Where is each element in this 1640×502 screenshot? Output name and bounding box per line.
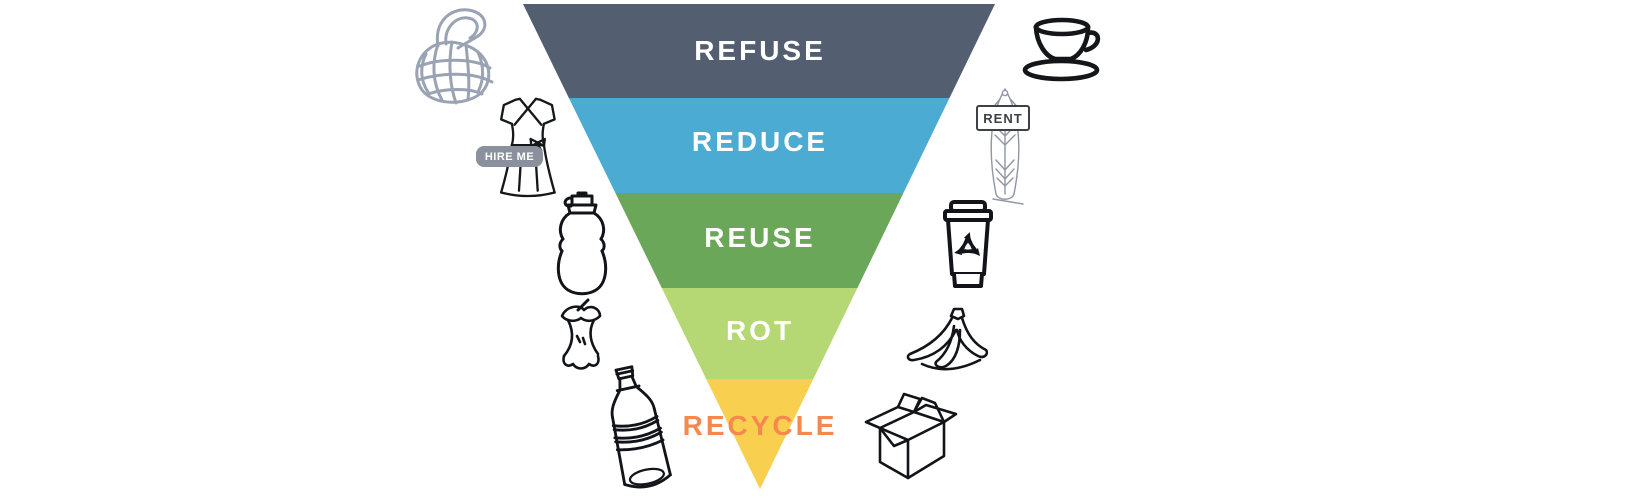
funnel-label-reduce: REDUCE xyxy=(691,126,829,157)
apple-core-icon xyxy=(560,298,602,370)
recycle-band xyxy=(706,379,814,489)
surfboard-icon xyxy=(990,88,1024,205)
banana-peel-icon xyxy=(906,307,988,371)
funnel-label-rot: ROT xyxy=(725,315,795,346)
funnel-label-refuse: REFUSE xyxy=(694,35,826,66)
wrap-dress-icon xyxy=(499,97,556,198)
mesh-bag-icon xyxy=(415,8,494,105)
funnel-label-recycle: RECYCLE xyxy=(682,410,838,441)
refuse-band xyxy=(523,4,995,98)
coffee-cup-icon xyxy=(943,200,993,288)
sport-bottle-icon xyxy=(556,191,608,296)
funnel-label-reuse: REUSE xyxy=(704,222,816,253)
reuse-band xyxy=(615,193,904,288)
reduce-band xyxy=(568,98,950,193)
plastic-bottle-icon xyxy=(610,365,672,489)
teacup-icon xyxy=(1022,17,1101,82)
cardboard-box-icon xyxy=(864,392,958,480)
hire-me-badge: HIRE ME xyxy=(476,146,543,167)
rot-band xyxy=(661,288,858,379)
rent-sign: RENT xyxy=(976,105,1030,131)
